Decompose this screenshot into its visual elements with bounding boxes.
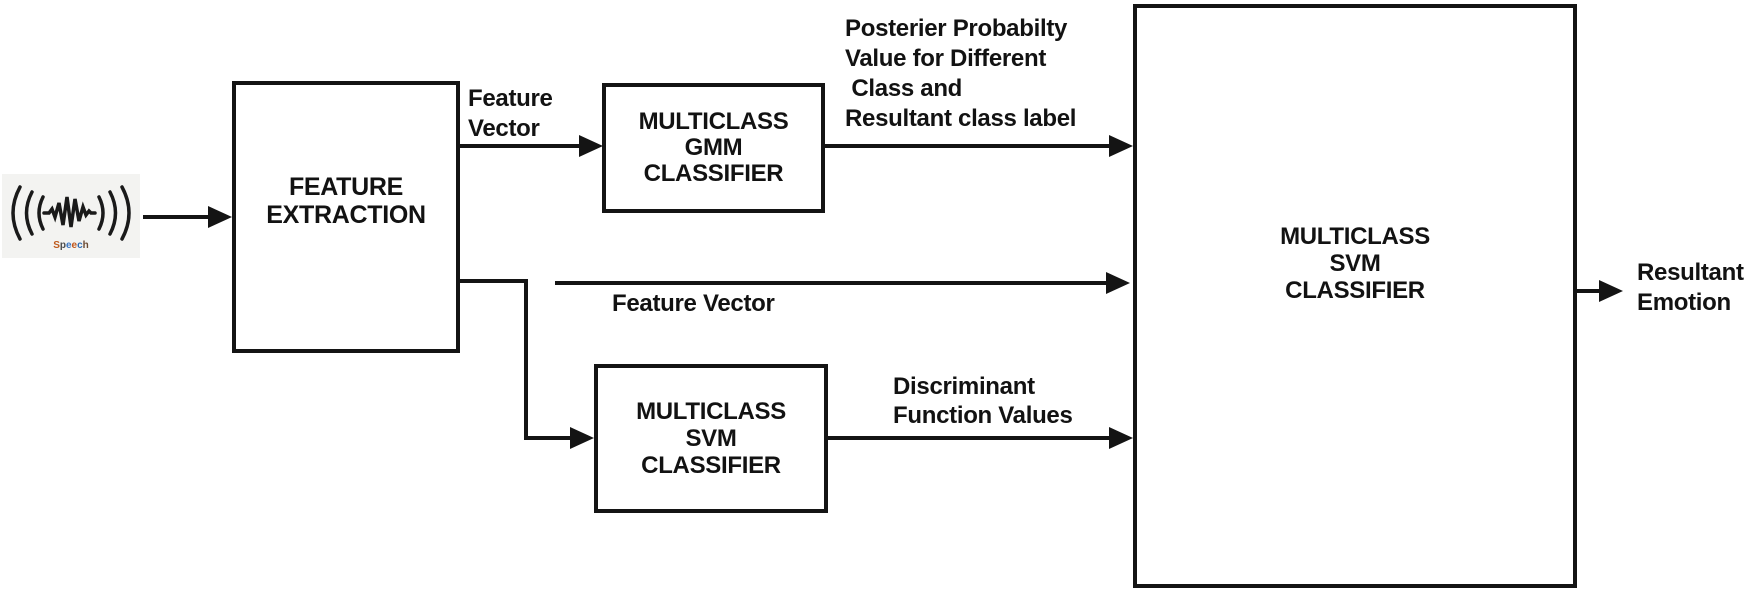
arrow-output-shaft	[1575, 289, 1601, 293]
arrow-svm-svm-shaft	[826, 436, 1110, 440]
speech-word-label: Speech	[53, 240, 89, 251]
arrow-feature-vector-head	[1106, 272, 1130, 294]
arrow-gmm-svm-head	[1109, 135, 1133, 157]
gmm-classifier-label: MULTICLASS GMM CLASSIFIER	[638, 108, 789, 187]
svm-classifier-small-box: MULTICLASS SVM CLASSIFIER	[594, 364, 828, 513]
arrow-output-head	[1599, 280, 1623, 302]
arrow-gmm-svm-shaft	[825, 144, 1110, 148]
speech-waveform-icon	[11, 185, 131, 241]
resultant-emotion-label: Resultant Emotion	[1637, 259, 1744, 316]
arrow-feature-vector-shaft	[555, 281, 1108, 285]
svm-classifier-main-box: MULTICLASS SVM CLASSIFIER	[1133, 4, 1577, 588]
arrow-fe-gmm-shaft	[458, 144, 581, 148]
feature-vector-top-label: Feature Vector	[468, 85, 553, 142]
arrow-fe-gmm-head	[579, 135, 603, 157]
posterior-probability-label: Posterier Probabilty Value for Different…	[845, 15, 1077, 132]
feature-extraction-label: FEATURE EXTRACTION	[266, 173, 426, 229]
discriminant-label: Discriminant Function Values	[893, 373, 1073, 429]
branch-vertical	[524, 279, 528, 440]
branch-horizontal-bottom	[524, 436, 572, 440]
feature-vector-mid-label: Feature Vector	[612, 290, 775, 317]
gmm-classifier-box: MULTICLASS GMM CLASSIFIER	[602, 83, 825, 213]
feature-extraction-box: FEATURE EXTRACTION	[232, 81, 460, 353]
speech-input-icon: Speech	[2, 174, 140, 258]
branch-horizontal-top	[458, 279, 528, 283]
arrow-input-shaft	[143, 215, 209, 219]
svm-classifier-small-label: MULTICLASS SVM CLASSIFIER	[636, 398, 786, 479]
arrow-svm-svm-head	[1109, 427, 1133, 449]
svm-classifier-main-label: MULTICLASS SVM CLASSIFIER	[1280, 222, 1430, 304]
arrow-branch-svm-head	[570, 427, 594, 449]
arrow-input-head	[208, 206, 232, 228]
